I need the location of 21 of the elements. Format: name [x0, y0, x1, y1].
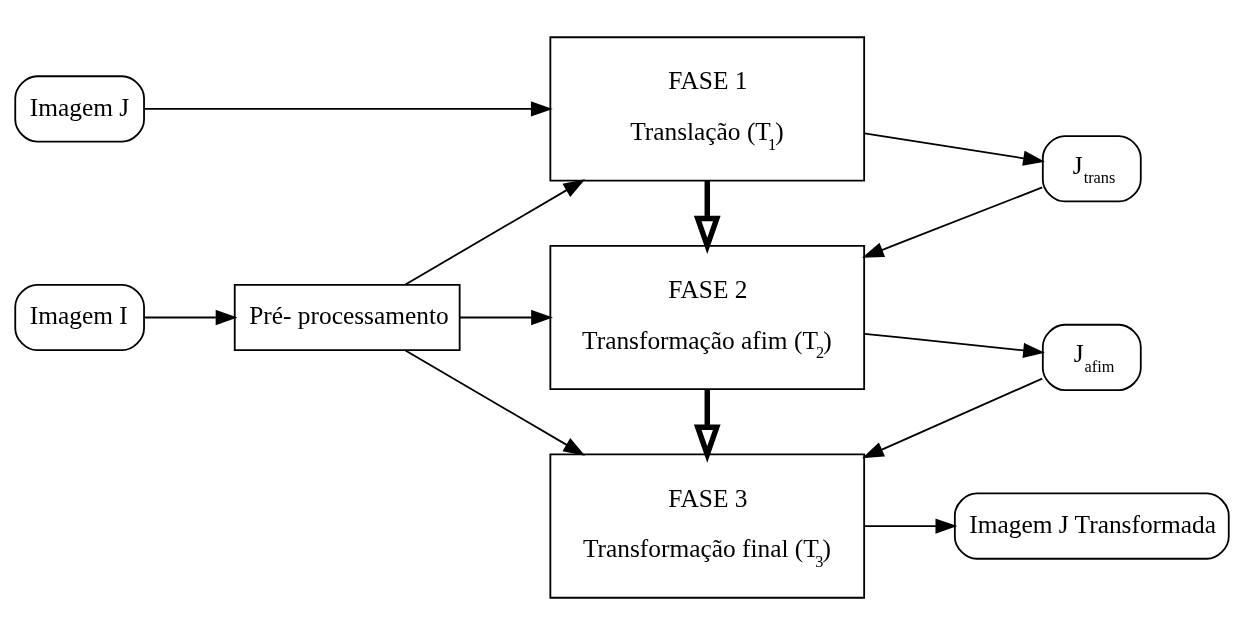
node-box: Imagem I — [14, 283, 145, 352]
arrow — [458, 309, 553, 326]
arrow — [404, 349, 586, 456]
node-box: FASE 2 Transformação afim (T$_{2}$) — [549, 244, 866, 391]
arrow — [863, 132, 1045, 166]
arrow — [143, 309, 238, 326]
arrow — [862, 377, 1044, 459]
node-box: FASE 1 Translação (T$_{1}$) — [549, 36, 866, 182]
arrow — [863, 518, 958, 534]
node-box: J$_{afim}$ — [1041, 323, 1142, 391]
arrow — [143, 101, 553, 117]
arrow — [693, 180, 721, 255]
arrow — [404, 179, 586, 286]
arrow — [863, 332, 1045, 358]
node-box: Imagem J — [14, 75, 145, 143]
arrow — [862, 186, 1044, 258]
node-box: Imagem J Transformada — [953, 492, 1230, 560]
node-box: J$_{trans}$ — [1041, 135, 1142, 203]
node-box: FASE 3 Transformação final (T$_{3}$) — [549, 453, 866, 599]
arrow — [693, 389, 721, 463]
node-box: Pré- processamento — [233, 283, 461, 352]
